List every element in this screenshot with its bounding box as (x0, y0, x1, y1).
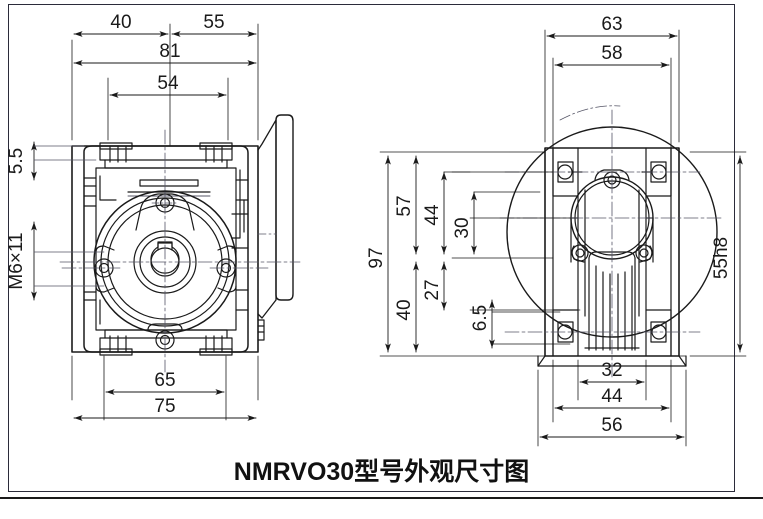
dim-label-54: 54 (157, 73, 179, 94)
dim-label-97: 97 (366, 247, 387, 268)
dim-label-63: 63 (601, 14, 622, 35)
front-view-dimension-labels: 40 55 81 54 5.5 M6×11 65 75 (6, 12, 225, 417)
dim-label-56: 56 (601, 415, 622, 436)
dim-label-m6x11: M6×11 (6, 232, 27, 289)
dim-label-40: 40 (110, 12, 131, 33)
dim-label-32: 32 (601, 360, 622, 381)
bottom-rule-divider (0, 497, 763, 499)
dim-label-5p5: 5.5 (6, 148, 27, 174)
dim-label-55: 55 (203, 12, 224, 33)
dim-label-65: 65 (154, 370, 175, 391)
dim-label-75: 75 (154, 396, 175, 417)
dim-label-81: 81 (159, 41, 180, 62)
dim-label-30: 30 (452, 217, 473, 238)
dim-label-58: 58 (601, 43, 622, 64)
dim-label-6p5: 6.5 (470, 305, 491, 331)
front-view-dimensions (31, 23, 259, 421)
side-view-dimensions: 63 58 (366, 14, 747, 447)
dim-label-55h8: 55h8 (711, 237, 732, 279)
side-view-body (499, 105, 725, 381)
dim-label-57: 57 (394, 195, 415, 216)
dim-label-44: 44 (422, 204, 443, 226)
front-view-body (59, 114, 301, 373)
dim-label-40-side: 40 (394, 299, 415, 320)
page-title: NMRVO30型号外观尺寸图 (233, 458, 530, 486)
dim-label-44-bottom: 44 (601, 386, 623, 407)
dim-label-27: 27 (422, 279, 443, 300)
